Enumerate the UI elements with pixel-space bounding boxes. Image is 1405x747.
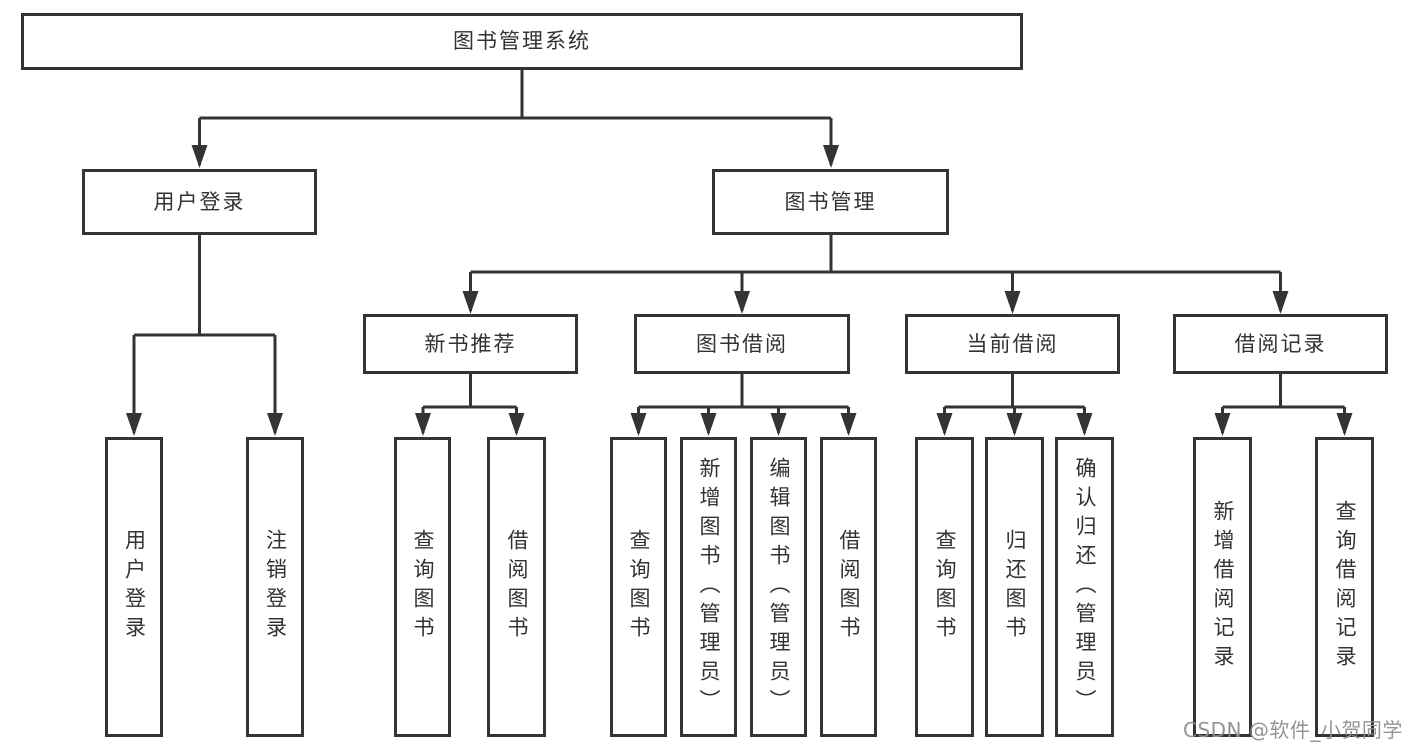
leaf-borrow-books-borrowing: 借阅图书 (820, 437, 877, 737)
node-label: 用户登录 (153, 189, 246, 214)
leaf-label: 确认归还（管理员） (1073, 456, 1097, 718)
leaf-label: 查询借阅记录 (1333, 500, 1357, 674)
leaf-label: 查询图书 (627, 529, 651, 645)
leaf-query-borrow-record: 查询借阅记录 (1315, 437, 1374, 737)
node-label: 图书管理系统 (453, 29, 591, 53)
leaf-query-books-current: 查询图书 (915, 437, 974, 737)
leaf-logout: 注销登录 (246, 437, 304, 737)
leaf-label: 借阅图书 (837, 529, 861, 645)
node-user-login: 用户登录 (82, 169, 317, 235)
leaf-borrow-books-recommend: 借阅图书 (487, 437, 546, 737)
leaf-add-borrow-record: 新增借阅记录 (1193, 437, 1252, 737)
leaf-label: 查询图书 (933, 529, 957, 645)
leaf-add-book-admin: 新增图书（管理员） (680, 437, 737, 737)
node-label: 借阅记录 (1234, 331, 1327, 356)
leaf-return-book: 归还图书 (985, 437, 1044, 737)
node-book-management: 图书管理 (712, 169, 949, 235)
leaf-label: 编辑图书（管理员） (767, 456, 791, 718)
node-label: 新书推荐 (424, 331, 517, 356)
leaf-label: 查询图书 (411, 529, 435, 645)
node-current-borrowing: 当前借阅 (905, 314, 1120, 374)
node-label: 图书借阅 (696, 331, 788, 356)
leaf-label: 归还图书 (1003, 529, 1027, 645)
node-library-management-system: 图书管理系统 (21, 13, 1023, 70)
leaf-query-books-borrowing: 查询图书 (610, 437, 667, 737)
node-borrowing-records: 借阅记录 (1173, 314, 1388, 374)
leaf-confirm-return-admin: 确认归还（管理员） (1055, 437, 1114, 737)
node-label: 当前借阅 (966, 331, 1059, 356)
leaf-label: 借阅图书 (505, 529, 529, 645)
csdn-watermark: CSDN @软件_小贺同学 (1183, 718, 1403, 742)
leaf-label: 用户登录 (122, 529, 147, 645)
node-label: 图书管理 (784, 189, 877, 214)
leaf-query-books-recommend: 查询图书 (394, 437, 451, 737)
leaf-edit-book-admin: 编辑图书（管理员） (750, 437, 807, 737)
leaf-label: 新增借阅记录 (1211, 500, 1235, 674)
leaf-label: 新增图书（管理员） (697, 456, 721, 718)
arrowheads (126, 145, 1353, 436)
node-new-book-recommend: 新书推荐 (363, 314, 578, 374)
leaf-label: 注销登录 (263, 529, 288, 645)
node-book-borrowing: 图书借阅 (634, 314, 850, 374)
leaf-user-login: 用户登录 (105, 437, 163, 737)
